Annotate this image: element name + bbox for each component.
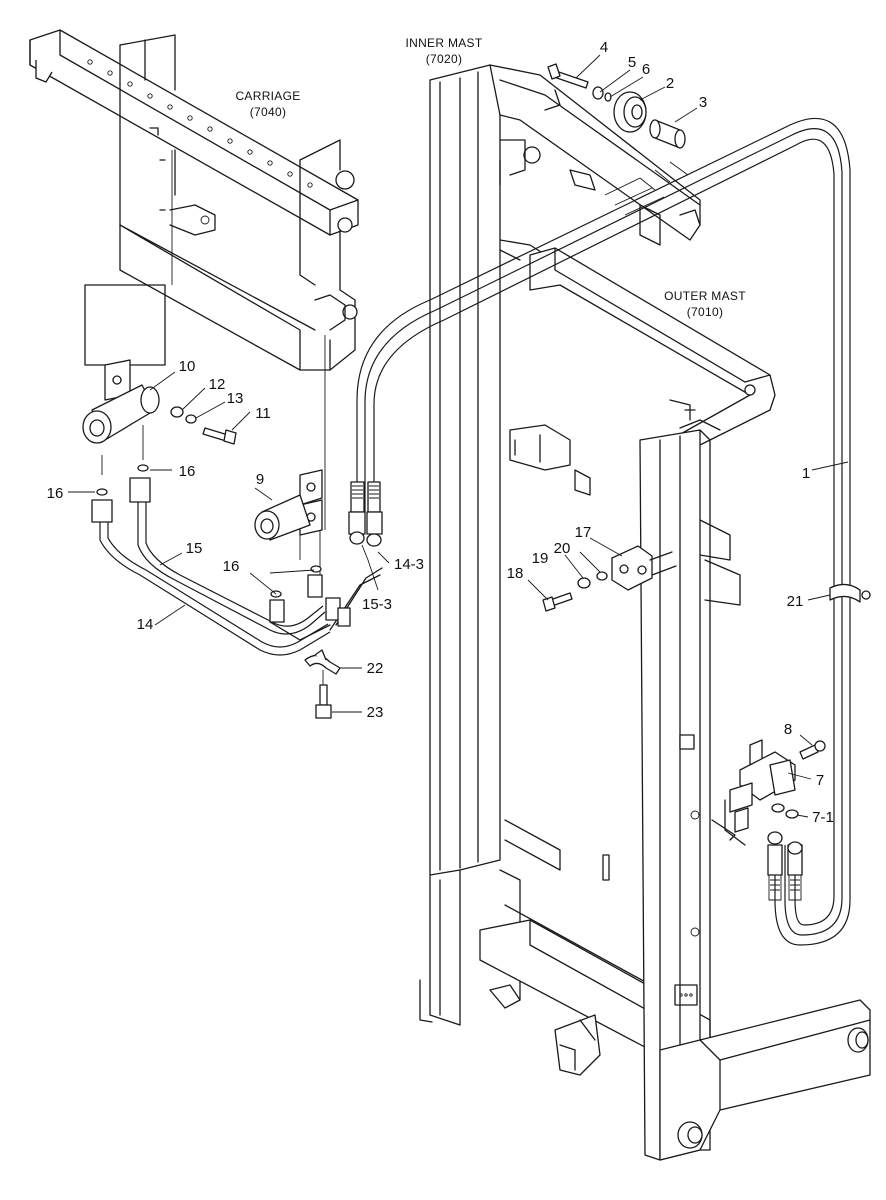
outer-mast-code: (7010) bbox=[687, 305, 724, 319]
part-label-15-3: 15-3 bbox=[362, 596, 392, 613]
part-label-6: 6 bbox=[642, 61, 650, 78]
inner-mast-title: INNER MAST bbox=[405, 36, 482, 50]
part-label-3: 3 bbox=[699, 94, 707, 111]
part-label-13: 13 bbox=[227, 390, 244, 407]
part-label-9: 9 bbox=[256, 471, 264, 488]
leader-lines bbox=[68, 54, 849, 818]
part-label-14-3: 14-3 bbox=[394, 556, 424, 573]
part-label-5: 5 bbox=[628, 54, 636, 71]
part-label-12: 12 bbox=[209, 376, 226, 393]
part-label-20: 20 bbox=[554, 540, 571, 557]
outer-mast-assembly bbox=[509, 247, 871, 1161]
part-label-7-1: 7-1 bbox=[812, 809, 834, 826]
part-label-1: 1 bbox=[802, 465, 810, 482]
outer-mast-title: OUTER MAST bbox=[664, 289, 746, 303]
part-label-8: 8 bbox=[784, 721, 792, 738]
part-label-22: 22 bbox=[367, 660, 384, 677]
part-label-23: 23 bbox=[367, 704, 384, 721]
part-label-16-b: 16 bbox=[47, 485, 64, 502]
part-label-14: 14 bbox=[137, 616, 154, 633]
part-label-21: 21 bbox=[787, 593, 804, 610]
part-label-19: 19 bbox=[532, 550, 549, 567]
part-label-15: 15 bbox=[186, 540, 203, 557]
part-number-labels: 4 5 6 2 3 1 21 8 7 7-1 10 12 13 11 16 16… bbox=[47, 39, 834, 826]
part-label-2: 2 bbox=[666, 75, 674, 92]
section-titles: CARRIAGE (7040) INNER MAST (7020) OUTER … bbox=[235, 36, 746, 319]
carriage-title: CARRIAGE bbox=[235, 89, 300, 103]
part-label-16-a: 16 bbox=[179, 463, 196, 480]
inner-mast-code: (7020) bbox=[426, 52, 463, 66]
part-label-7: 7 bbox=[816, 772, 824, 789]
part-label-18: 18 bbox=[507, 565, 524, 582]
small-parts bbox=[82, 63, 826, 846]
part-label-16-c: 16 bbox=[223, 558, 240, 575]
part-label-17: 17 bbox=[575, 524, 592, 541]
part-label-10: 10 bbox=[179, 358, 196, 375]
carriage-code: (7040) bbox=[250, 105, 287, 119]
carriage-assembly bbox=[29, 29, 359, 530]
part-label-4: 4 bbox=[600, 39, 608, 56]
hose-assembly bbox=[91, 117, 871, 946]
part-label-11: 11 bbox=[255, 405, 271, 422]
